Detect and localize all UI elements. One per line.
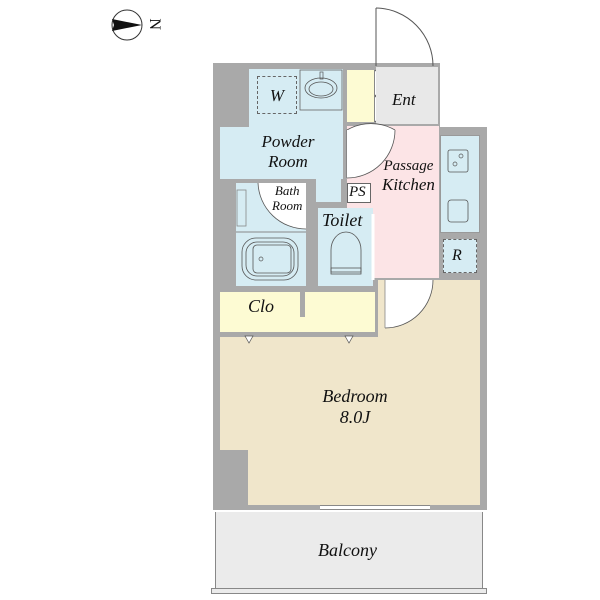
kitchen-label: Kitchen (382, 175, 435, 195)
closet-divider (300, 292, 305, 317)
bedroom-column (213, 450, 248, 507)
pipe-space (347, 183, 371, 203)
toilet (318, 208, 373, 286)
bedroom-name: Bedroom (322, 386, 388, 406)
bath-room-label: Bath Room (272, 183, 303, 214)
pipe-space-label: PS (349, 184, 366, 200)
bedroom-label: Bedroom 8.0J (310, 386, 400, 427)
powder-room-ext (220, 127, 343, 179)
refrigerator-space (443, 239, 477, 273)
bedroom-size: 8.0J (339, 406, 371, 427)
balcony-label: Balcony (318, 540, 377, 560)
closet[interactable] (220, 292, 375, 332)
north-arrow-icon (111, 9, 143, 41)
passage-label: Passage (383, 158, 434, 174)
shoe-closet[interactable] (347, 70, 375, 122)
washer-space (257, 76, 297, 114)
washer-label: W (269, 86, 285, 105)
closet-label: Clo (248, 296, 275, 316)
bath-label: Bath (274, 183, 300, 198)
powder-room-label-line1: Powder (261, 132, 315, 151)
compass: N (110, 5, 170, 45)
powder-room-passage (316, 177, 341, 202)
passage-kitchen-label: Passage Kitchen (382, 158, 435, 196)
toilet-label: Toilet (322, 210, 363, 230)
bath-room-label-line2: Room (272, 197, 303, 213)
balcony-rail (211, 588, 487, 594)
kitchen-counter (440, 135, 480, 233)
refrigerator-label: R (452, 247, 462, 264)
balcony-window[interactable] (320, 505, 430, 510)
balcony (215, 512, 483, 590)
entrance-label: Ent (392, 90, 416, 109)
powder-room-label-line2: Room (268, 151, 308, 171)
bedroom (220, 337, 480, 505)
entrance (376, 67, 438, 124)
passage-kitchen-lower (378, 176, 438, 278)
powder-room-label: Powder Room (248, 132, 328, 171)
